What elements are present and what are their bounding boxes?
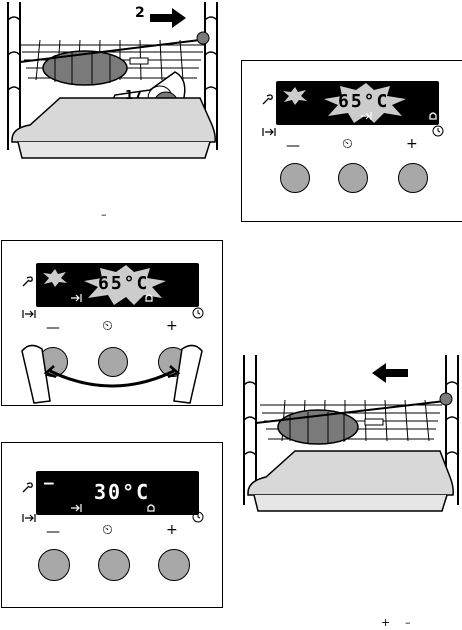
probe-icon bbox=[262, 93, 274, 105]
duration-icon bbox=[22, 309, 36, 319]
temperature-readout-c: 30°C bbox=[94, 480, 150, 504]
clock-key-label: ⏲ bbox=[102, 523, 113, 537]
minus-label: — bbox=[286, 139, 300, 153]
temperature-readout-a: 65°C bbox=[338, 91, 389, 112]
bell-icon bbox=[146, 503, 156, 513]
clock-icon bbox=[192, 307, 204, 319]
clock-icon bbox=[432, 125, 444, 137]
knob-step-number-1: 1 bbox=[125, 90, 133, 101]
duration-icon bbox=[22, 513, 36, 523]
finger-press-illustration bbox=[2, 341, 222, 411]
clock-key-label: ⏲ bbox=[342, 137, 353, 151]
cook-start-icon bbox=[360, 111, 372, 121]
oven-illustration-bottom bbox=[240, 345, 462, 530]
duration-icon bbox=[262, 127, 276, 137]
flash-burst-icon bbox=[282, 87, 308, 105]
oven-illustration-top: 2 1 bbox=[0, 0, 225, 190]
minus-label: — bbox=[46, 321, 60, 335]
probe-icon bbox=[22, 481, 34, 493]
clock-button[interactable] bbox=[338, 163, 368, 193]
control-panel-c: – 30°C — ⏲ + bbox=[1, 442, 223, 608]
minus-button[interactable] bbox=[38, 549, 70, 581]
display-dash: – bbox=[44, 473, 56, 492]
plus-button[interactable] bbox=[158, 549, 190, 581]
bell-icon bbox=[144, 293, 154, 303]
oven-drawing-bottom bbox=[240, 345, 462, 530]
clock-button[interactable] bbox=[98, 549, 130, 581]
bell-icon bbox=[428, 111, 438, 121]
cook-start-icon bbox=[70, 293, 82, 303]
lcd-display-c: – 30°C bbox=[36, 471, 199, 515]
clock-icon bbox=[192, 511, 204, 523]
control-panel-b: 65°C — ⏲ + bbox=[1, 240, 223, 406]
control-panel-a: 65°C — ⏲ + bbox=[241, 60, 462, 222]
lcd-display-b: 65°C bbox=[36, 263, 199, 307]
minus-mark: – bbox=[101, 209, 107, 220]
clock-key-label: ⏲ bbox=[102, 319, 113, 333]
plus-label: + bbox=[406, 137, 418, 151]
plus-button[interactable] bbox=[398, 163, 428, 193]
probe-icon bbox=[22, 275, 34, 287]
step-number-2: 2 bbox=[135, 8, 145, 19]
minus-mark: – bbox=[405, 617, 411, 628]
minus-button[interactable] bbox=[280, 163, 310, 193]
oven-drawing-top bbox=[0, 0, 225, 190]
plus-mark: + bbox=[381, 617, 390, 628]
temperature-readout-b: 65°C bbox=[98, 273, 149, 294]
plus-label: + bbox=[166, 523, 178, 537]
flash-burst-icon bbox=[42, 269, 68, 287]
cook-start-icon bbox=[70, 503, 82, 513]
lcd-display-a: 65°C bbox=[276, 81, 439, 125]
plus-label: + bbox=[166, 319, 178, 333]
minus-label: — bbox=[46, 525, 60, 539]
